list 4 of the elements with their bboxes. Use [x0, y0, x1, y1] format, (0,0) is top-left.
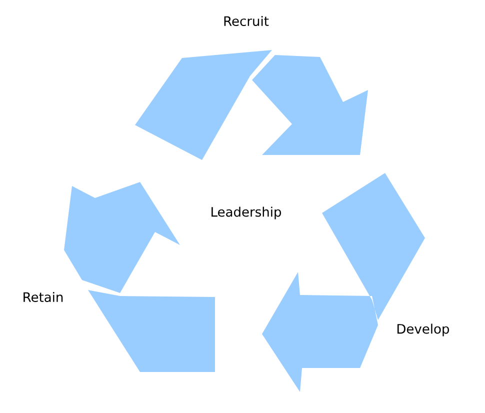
arrow-label: Develop [397, 324, 449, 336]
center-label: Leadership [212, 206, 282, 220]
arrow-label: Retain [24, 292, 63, 302]
arrow-label: Recruit [224, 16, 269, 26]
